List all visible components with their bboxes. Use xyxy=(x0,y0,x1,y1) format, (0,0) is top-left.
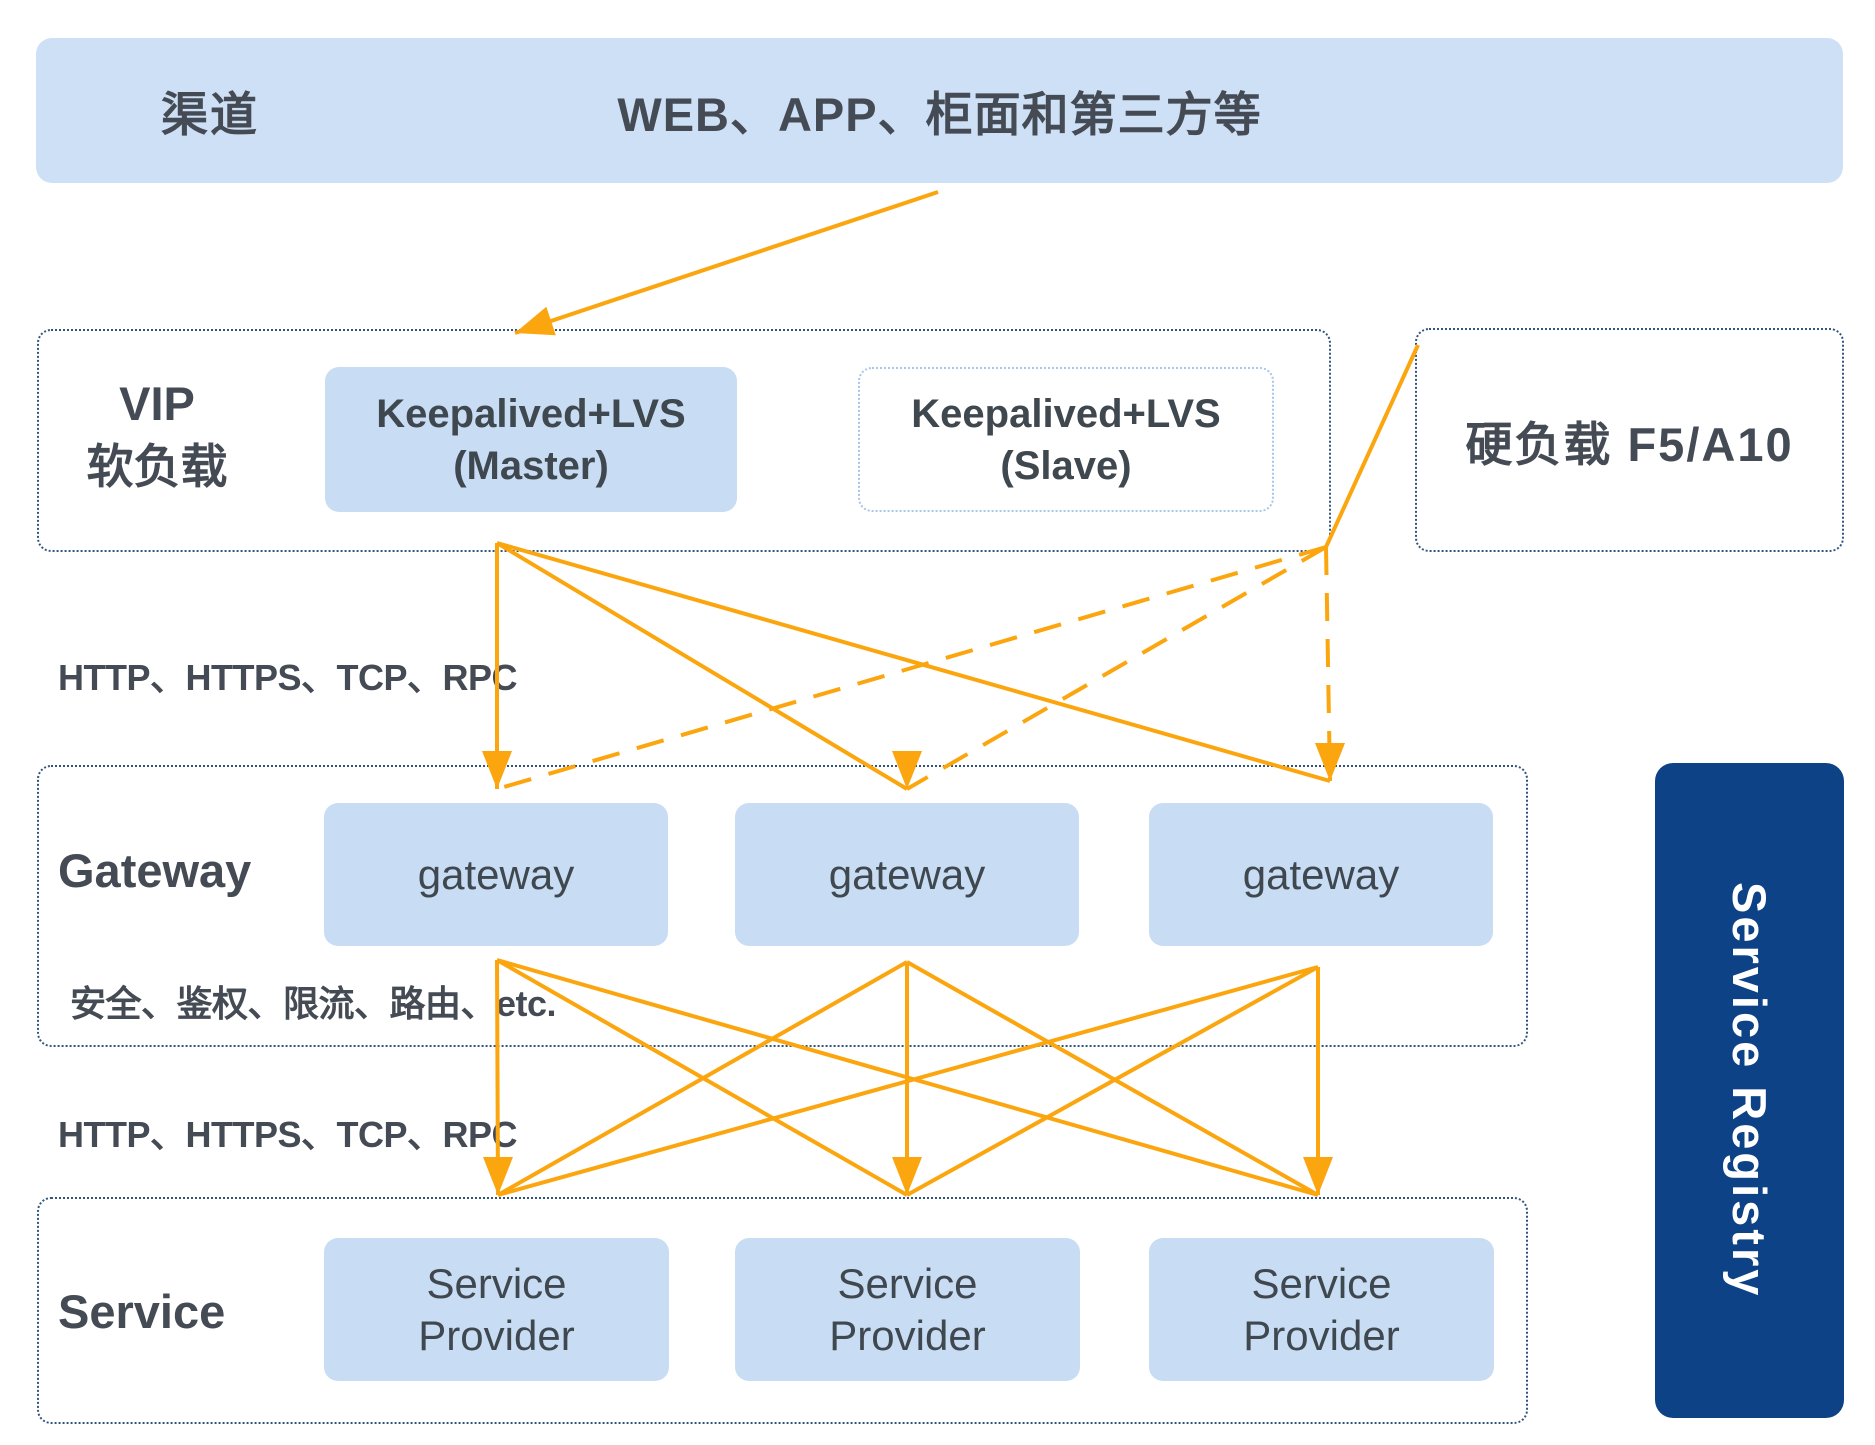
service-provider-2-line2: Provider xyxy=(829,1311,986,1359)
channel-label: 渠道 xyxy=(161,88,259,141)
connection-vip-corner-to-gateway-3 xyxy=(1324,546,1332,782)
slave-line1: Keepalived+LVS xyxy=(911,391,1221,436)
master-line1: Keepalived+LVS xyxy=(376,391,686,436)
channel-bar: 渠道 WEB、APP、柜面和第三方等 xyxy=(36,38,1843,183)
gateway-section-label: Gateway xyxy=(58,844,252,897)
gateway-node-2: gateway xyxy=(735,803,1079,946)
service-provider-2-line1: Service xyxy=(837,1259,978,1307)
hard-load-section: 硬负载 F5/A10 xyxy=(1415,328,1844,552)
service-provider-1-line2: Provider xyxy=(418,1311,575,1359)
vip-label-line1: VIP xyxy=(119,377,195,430)
service-provider-node-2: Service Provider xyxy=(735,1238,1080,1381)
arrowhead-service-3 xyxy=(1303,1157,1333,1195)
service-provider-1-line1: Service xyxy=(426,1259,567,1307)
channel-value: WEB、APP、柜面和第三方等 xyxy=(617,88,1262,141)
hard-load-label: 硬负载 F5/A10 xyxy=(1465,417,1794,471)
service-registry-label: Service Registry xyxy=(1723,882,1776,1299)
connection-keepalived-master-to-gateway-3 xyxy=(496,541,1331,783)
service-provider-3-line2: Provider xyxy=(1243,1311,1400,1359)
connection-vip-corner-to-gateway-1 xyxy=(496,545,1327,791)
keepalived-master-node: Keepalived+LVS (Master) xyxy=(325,367,737,512)
arrowhead-service-1 xyxy=(483,1157,513,1195)
arrowhead-service-2 xyxy=(892,1157,922,1195)
gateway-node-3: gateway xyxy=(1149,803,1493,946)
master-line2: (Master) xyxy=(453,443,609,488)
service-provider-node-3: Service Provider xyxy=(1149,1238,1494,1381)
service-provider-3-line1: Service xyxy=(1251,1259,1392,1307)
keepalived-slave-node: Keepalived+LVS (Slave) xyxy=(858,367,1274,512)
vip-label-line2: 软负载 xyxy=(86,440,228,493)
gateway-features-label: 安全、鉴权、限流、路由、etc. xyxy=(70,983,557,1024)
connection-keepalived-master-to-gateway-2 xyxy=(495,541,909,791)
service-section-label: Service xyxy=(58,1285,226,1338)
protocol-label-bottom: HTTP、HTTPS、TCP、RPC xyxy=(58,1114,518,1155)
protocol-label-top: HTTP、HTTPS、TCP、RPC xyxy=(58,657,518,698)
vip-section-label: VIP 软负载 xyxy=(57,372,257,498)
gateway-node-1: gateway xyxy=(324,803,668,946)
service-registry-bar: Service Registry xyxy=(1655,763,1844,1418)
service-provider-node-1: Service Provider xyxy=(324,1238,669,1381)
connection-hard-load-balancer-to-vip-corner xyxy=(1324,344,1420,548)
slave-line2: (Slave) xyxy=(1000,443,1132,488)
connection-channel-to-vip-load-balancer xyxy=(514,190,939,335)
connection-vip-corner-to-gateway-2 xyxy=(905,545,1328,791)
